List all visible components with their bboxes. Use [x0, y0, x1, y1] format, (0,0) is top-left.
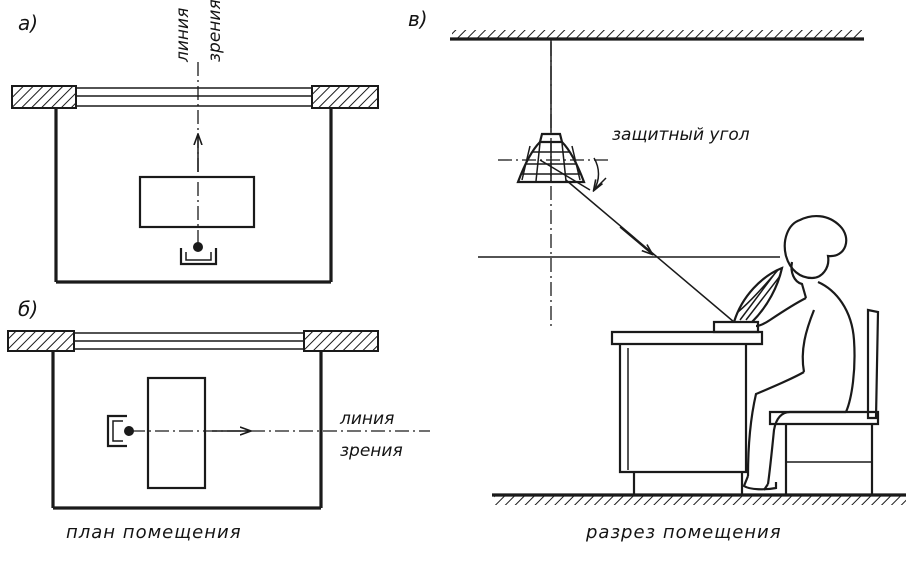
- panel-b-label: б): [18, 297, 38, 321]
- panel-a-room: [54, 108, 333, 284]
- protective-angle-label: защитный угол: [612, 125, 750, 145]
- panel-v-section: в) защитный угол: [408, 7, 906, 505]
- document: [712, 266, 784, 334]
- panel-b-wall: [7, 330, 379, 352]
- panel-a-worker: [179, 242, 218, 266]
- panel-a-desk: [138, 175, 256, 229]
- panel-b-plan: б) линия зрения: [7, 297, 430, 510]
- seated-person: [742, 214, 856, 491]
- floor: [492, 493, 906, 505]
- panel-b-desk: [146, 376, 207, 490]
- panel-b-room: [51, 351, 323, 510]
- caption-section: разрез помещения: [585, 522, 782, 543]
- panel-a-wall: [11, 85, 379, 109]
- panel-a-sightline-word1: линия: [173, 8, 193, 63]
- panel-b-sightline-word1: линия: [339, 409, 394, 429]
- light-ray-arrow: [619, 226, 652, 254]
- panel-b-window: [74, 332, 304, 350]
- panel-b-sightline-word2: зрения: [340, 441, 403, 461]
- chair: [768, 308, 880, 494]
- panel-b-worker: [106, 414, 134, 448]
- protective-angle: защитный угол: [539, 125, 750, 190]
- lamp: [516, 40, 586, 184]
- caption-plan: план помещения: [66, 522, 242, 543]
- panel-v-label: в): [408, 7, 428, 31]
- panel-a-plan: а) линия зрения: [11, 0, 379, 284]
- panel-a-window: [76, 87, 312, 107]
- panel-a-sightline-word2: зрения: [205, 0, 225, 62]
- ceiling: [450, 30, 864, 41]
- panel-a-label: а): [18, 11, 38, 35]
- light-ray: [565, 179, 735, 323]
- section-desk: [610, 330, 764, 494]
